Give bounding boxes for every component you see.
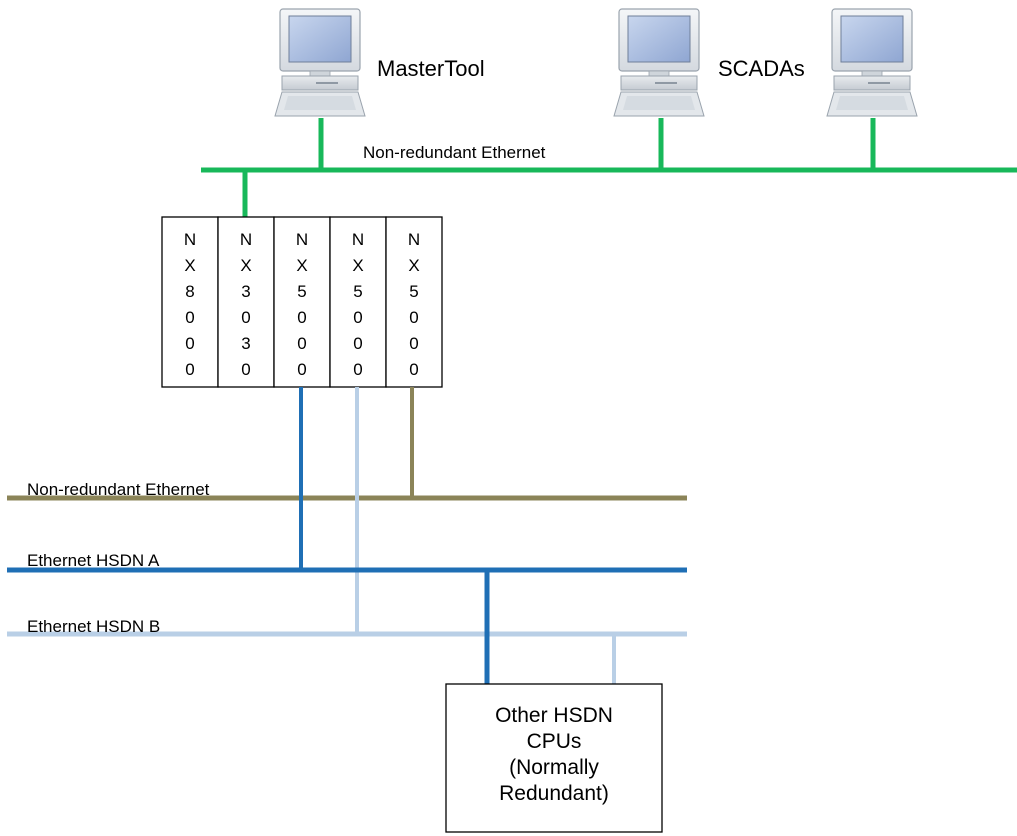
module-frame: [329, 216, 387, 388]
module-char: 5: [409, 282, 418, 301]
nonredundant-ethernet-network: [7, 387, 687, 501]
module-char: N: [408, 230, 420, 249]
scadas-label: SCADAs: [718, 56, 805, 81]
computer-icon: [826, 8, 918, 117]
module-char: 0: [241, 360, 250, 379]
module-char: N: [352, 230, 364, 249]
module-char: 0: [241, 308, 250, 327]
module-char: N: [184, 230, 196, 249]
rack-module: NX 5 0 0 0: [329, 216, 387, 388]
rack-module: NX 5 0 0 0: [385, 216, 443, 388]
module-char: 5: [297, 282, 306, 301]
module-char: 0: [185, 360, 194, 379]
hsdn-b-network: [7, 387, 687, 684]
top-network-label: Non-redundant Ethernet: [363, 143, 546, 162]
module-frame: [273, 216, 331, 388]
module-char: 0: [297, 308, 306, 327]
module-char: 0: [297, 360, 306, 379]
module-frame: [217, 216, 275, 388]
module-char: 0: [353, 308, 362, 327]
rack-module: NX 5 0 0 0: [273, 216, 331, 388]
hsdn-a-network: [7, 387, 687, 684]
computer-icon: [274, 8, 366, 117]
module-char: 3: [241, 334, 250, 353]
module-char: 3: [241, 282, 250, 301]
module-frame: [385, 216, 443, 388]
module-char: 0: [409, 360, 418, 379]
module-char: N: [240, 230, 252, 249]
module-char: X: [240, 256, 251, 275]
rack-module: NX 8 0 0 0: [161, 216, 219, 388]
mastertool-label: MasterTool: [377, 56, 485, 81]
module-char: 0: [409, 308, 418, 327]
top-ethernet-network: [201, 118, 1017, 217]
module-frame: [161, 216, 219, 388]
module-char: 0: [185, 308, 194, 327]
other-cpus-line: (Normally: [509, 756, 599, 779]
other-cpus-box: [445, 683, 663, 833]
hsdn-b-label: Ethernet HSDN B: [27, 617, 160, 636]
module-char: X: [352, 256, 363, 275]
other-cpus-line: Other HSDN: [495, 704, 613, 727]
module-char: 0: [353, 334, 362, 353]
hsdn-a-label: Ethernet HSDN A: [27, 551, 160, 570]
module-char: 5: [353, 282, 362, 301]
module-char: 8: [185, 282, 194, 301]
other-cpus-line: Redundant): [499, 782, 609, 805]
module-char: N: [296, 230, 308, 249]
module-char: 0: [409, 334, 418, 353]
module-char: 0: [353, 360, 362, 379]
module-char: X: [184, 256, 195, 275]
module-char: X: [296, 256, 307, 275]
module-char: 0: [297, 334, 306, 353]
rack-module: NX 3 0 3 0: [217, 216, 275, 388]
other-cpus-line: CPUs: [527, 730, 582, 753]
computer-icon: [613, 8, 705, 117]
module-char: 0: [185, 334, 194, 353]
nonredundant-network-label: Non-redundant Ethernet: [27, 480, 210, 499]
module-char: X: [408, 256, 419, 275]
